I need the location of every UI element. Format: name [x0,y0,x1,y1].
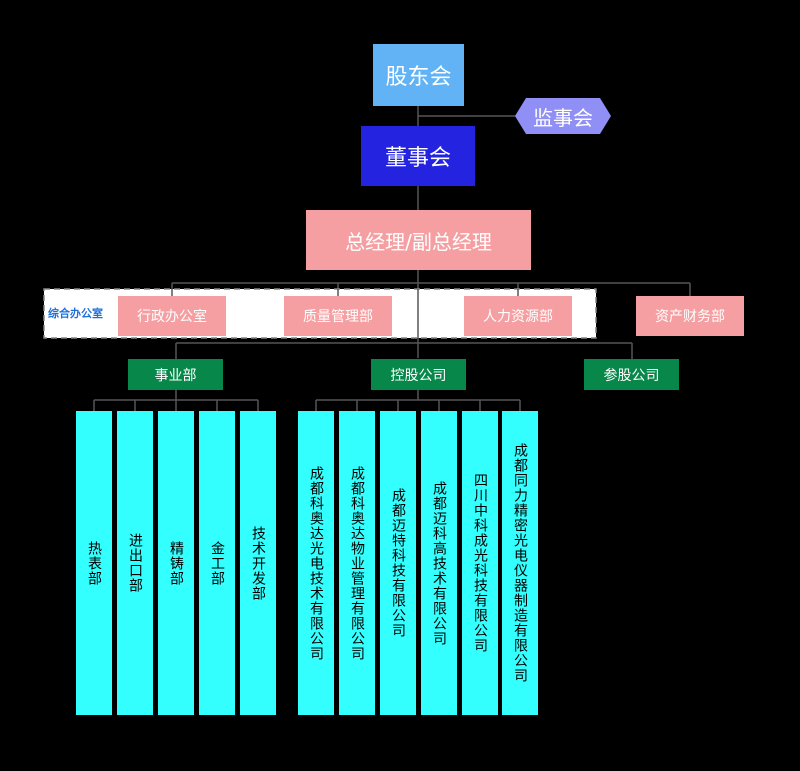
business-division-box: 事业部 [128,359,223,390]
holding-company-0-label: 成都科奥达光电技术有限公司 [308,465,324,661]
holding-company-0: 成都科奥达光电技术有限公司 [298,411,334,715]
shareholders-label: 股东会 [385,65,452,90]
supervisors-shape [515,98,611,134]
business-unit-0-label: 热表部 [86,540,102,586]
board-label: 董事会 [384,146,451,171]
holding-company-5-label: 成都同力精密光电仪器制造有限公司 [512,443,528,683]
holding-company-3: 成都迈科高技术有限公司 [421,411,457,715]
business-division-label: 事业部 [154,367,197,384]
gm-label: 总经理/副总经理 [345,229,492,254]
equity-company-label: 参股公司 [603,367,660,384]
business-unit-2: 精铸部 [158,411,194,715]
board-box: 董事会 [361,126,475,186]
dept-hr: 人力资源部 [464,296,572,336]
holding-company-2-label: 成都迈特科技有限公司 [390,488,406,638]
shareholders-box: 股东会 [373,44,464,106]
business-unit-4-label: 技术开发部 [250,525,266,601]
supervisors-box: 监事会 [515,98,611,134]
business-unit-3-label: 金工部 [209,540,225,586]
dept-admin-office-label: 行政办公室 [137,309,207,325]
business-unit-4: 技术开发部 [240,411,276,715]
gm-box: 总经理/副总经理 [306,210,531,270]
business-unit-0: 热表部 [76,411,112,715]
holding-company-5: 成都同力精密光电仪器制造有限公司 [502,411,538,715]
dept-finance: 资产财务部 [636,296,744,336]
holding-company-1-label: 成都科奥达物业管理有限公司 [349,465,365,661]
holding-company-box: 控股公司 [371,359,466,390]
holding-company-4-label: 四川中科成光科技有限公司 [472,473,488,653]
business-unit-2-label: 精铸部 [168,540,184,586]
admin-group-label: 综合办公室 [48,302,120,324]
dept-finance-label: 资产财务部 [655,309,725,325]
holding-company-4: 四川中科成光科技有限公司 [462,411,498,715]
dept-hr-label: 人力资源部 [483,309,553,325]
business-unit-1: 进出口部 [117,411,153,715]
dept-admin-office: 行政办公室 [118,296,226,336]
dept-quality: 质量管理部 [284,296,392,336]
dept-quality-label: 质量管理部 [303,309,373,325]
holding-company-2: 成都迈特科技有限公司 [380,411,416,715]
business-unit-1-label: 进出口部 [127,533,143,593]
holding-company-3-label: 成都迈科高技术有限公司 [431,480,447,646]
equity-company-box: 参股公司 [584,359,679,390]
holding-company-1: 成都科奥达物业管理有限公司 [339,411,375,715]
business-unit-3: 金工部 [199,411,235,715]
supervisors-label: 监事会 [533,105,593,130]
holding-company-label: 控股公司 [390,367,447,384]
admin-group-text: 综合办公室 [48,307,103,320]
